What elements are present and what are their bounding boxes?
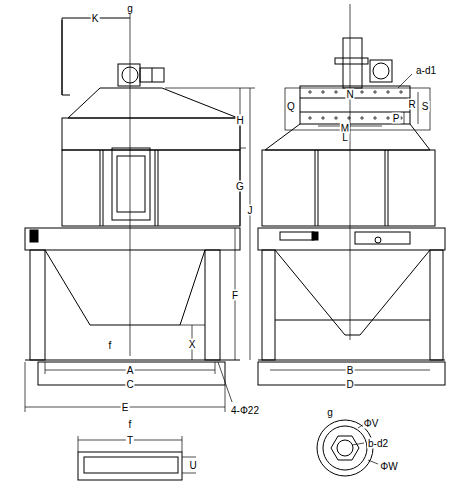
cross-mark bbox=[321, 116, 325, 120]
dimension-letter: T bbox=[126, 435, 134, 446]
dimension-letter: D bbox=[345, 379, 354, 390]
dimension-letter: B bbox=[346, 365, 355, 376]
cross-mark bbox=[386, 116, 390, 120]
view-label: f bbox=[128, 419, 133, 430]
cross-mark bbox=[399, 90, 403, 94]
cross-mark bbox=[360, 90, 364, 94]
dimension-letter: E bbox=[121, 402, 130, 413]
cross-mark bbox=[360, 116, 364, 120]
dimension-letter: P bbox=[392, 113, 401, 124]
dimension-letter: F bbox=[231, 290, 239, 301]
cross-mark bbox=[373, 90, 377, 94]
hole-callout: 4-Φ22 bbox=[230, 405, 260, 416]
dimension-letter: L bbox=[341, 132, 349, 143]
dimension-letter: U bbox=[188, 460, 197, 471]
dimension-callout: ΦW bbox=[379, 461, 398, 472]
dimension-letter: K bbox=[91, 13, 100, 24]
cross-mark bbox=[308, 90, 312, 94]
dimension-letter: A bbox=[126, 365, 135, 376]
dimension-letter: H bbox=[235, 115, 244, 126]
dimension-letter: Q bbox=[286, 101, 296, 112]
view-label: g bbox=[326, 407, 334, 418]
dimension-letter: X bbox=[188, 339, 197, 350]
dimension-letter: J bbox=[247, 205, 254, 216]
dimension-letter: R bbox=[407, 99, 416, 110]
view-label: f bbox=[108, 340, 113, 351]
cross-mark bbox=[373, 116, 377, 120]
cross-mark bbox=[386, 90, 390, 94]
dimension-letter: S bbox=[421, 101, 430, 112]
dimension-letter: C bbox=[125, 379, 134, 390]
dimension-letter: N bbox=[345, 89, 354, 100]
cross-mark bbox=[321, 90, 325, 94]
view-label: g bbox=[126, 3, 134, 14]
cross-mark bbox=[334, 90, 338, 94]
cross-mark bbox=[308, 116, 312, 120]
dimension-callout: b-d2 bbox=[367, 438, 389, 449]
cross-mark bbox=[334, 116, 338, 120]
dimension-callout: ΦV bbox=[363, 418, 380, 429]
cross-mark bbox=[347, 116, 351, 120]
dimension-letter: G bbox=[235, 181, 245, 192]
hole-callout: a-d1 bbox=[415, 65, 437, 76]
